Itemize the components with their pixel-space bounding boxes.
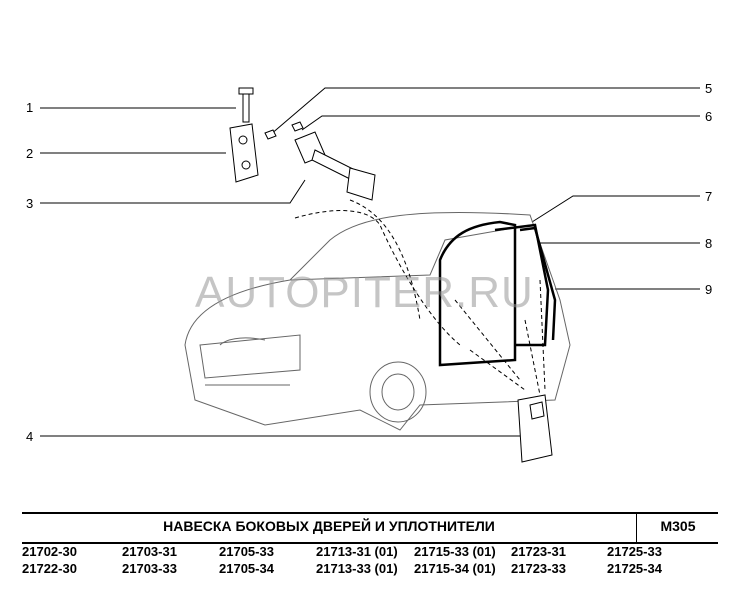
model-column: 21725-33 21725-34 — [607, 543, 662, 577]
door-seals — [438, 220, 557, 367]
model-code: 21725-34 — [607, 561, 662, 576]
callout-2: 2 — [26, 146, 33, 161]
model-code: 21703-33 — [122, 561, 177, 576]
model-code: 21715-33 (01) — [414, 544, 496, 559]
car-illustration — [184, 211, 571, 431]
callout-9: 9 — [705, 282, 712, 297]
model-column: 21715-33 (01) 21715-34 (01) — [414, 543, 496, 577]
callout-8: 8 — [705, 236, 712, 251]
model-code: 21713-33 (01) — [316, 561, 398, 576]
title-block: НАВЕСКА БОКОВЫХ ДВЕРЕЙ И УПЛОТНИТЕЛИ M30… — [22, 512, 718, 544]
callout-6: 6 — [705, 109, 712, 124]
diagram-title: НАВЕСКА БОКОВЫХ ДВЕРЕЙ И УПЛОТНИТЕЛИ — [163, 518, 495, 534]
model-column: 21723-31 21723-33 — [511, 543, 566, 577]
callout-3: 3 — [26, 196, 33, 211]
callout-7: 7 — [705, 189, 712, 204]
model-column: 21705-33 21705-34 — [219, 543, 274, 577]
model-code: 21705-33 — [219, 544, 274, 559]
model-column: 21702-30 21722-30 — [22, 543, 77, 577]
parts-diagram: 1 2 3 4 5 6 7 8 9 — [26, 81, 712, 463]
model-code: 21723-31 — [511, 544, 566, 559]
model-column: 21703-31 21703-33 — [122, 543, 177, 577]
diagram-code: M305 — [660, 518, 696, 534]
model-code: 21703-31 — [122, 544, 177, 559]
model-code: 21722-30 — [22, 561, 77, 576]
model-code: 21713-31 (01) — [316, 544, 398, 559]
model-code: 21725-33 — [607, 544, 662, 559]
door-check-part — [291, 121, 376, 201]
code-cell: M305 — [636, 514, 719, 542]
watermark: AUTOPITER.RU — [195, 268, 534, 317]
callout-4: 4 — [26, 429, 33, 444]
bolt-part — [238, 87, 254, 123]
hinge-part — [229, 123, 277, 183]
model-column: 21713-31 (01) 21713-33 (01) — [316, 543, 398, 577]
model-code: 21702-30 — [22, 544, 77, 559]
model-code: 21723-33 — [511, 561, 566, 576]
seal-piece-part — [517, 394, 553, 463]
model-code: 21705-34 — [219, 561, 274, 576]
callout-1: 1 — [26, 100, 33, 115]
model-code: 21715-34 (01) — [414, 561, 496, 576]
callout-5: 5 — [705, 81, 712, 96]
